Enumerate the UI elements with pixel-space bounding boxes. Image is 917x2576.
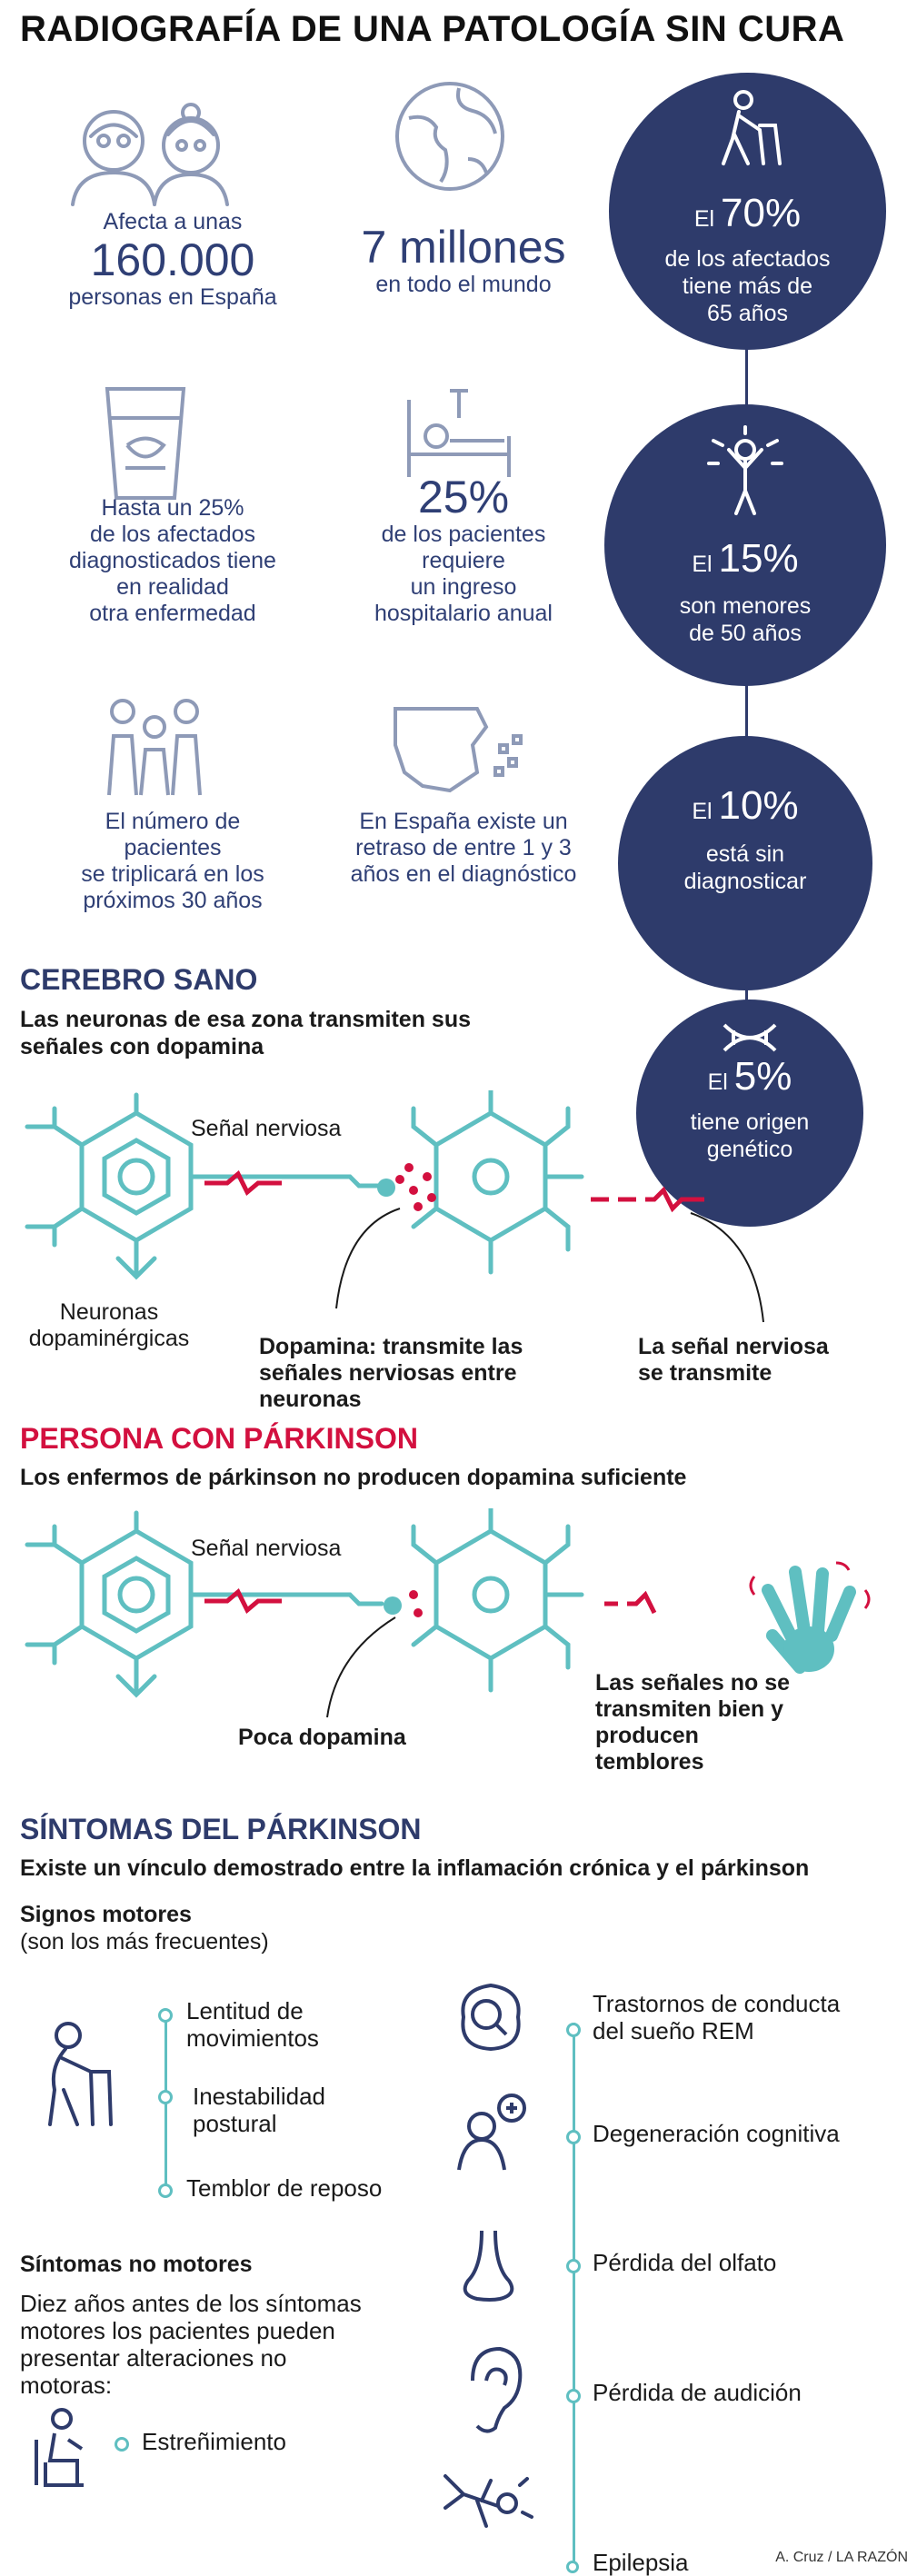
caregivers-icon [107, 699, 202, 796]
brain-sleep-icon [461, 1983, 521, 2052]
spain-map-icon [394, 707, 523, 793]
constipation: Estreñimiento [142, 2428, 286, 2455]
healthy-heading: CEREBRO SANO [20, 963, 258, 996]
symptoms-heading: SÍNTOMAS DEL PÁRKINSON [20, 1813, 422, 1845]
page-title: RADIOGRAFÍA DE UNA PATOLOGÍA SIN CURA [20, 9, 845, 49]
cognitive-icon [457, 2094, 526, 2171]
epilepsy: Epilepsia [593, 2549, 689, 2576]
globe-icon [395, 82, 504, 191]
credit: A. Cruz / LA RAZÓN [775, 2550, 908, 2565]
circle-15: El 15% son menores de 50 años [604, 404, 886, 686]
circle-5: El 5% tiene origen genético [636, 1000, 863, 1227]
seizure-icon [444, 2474, 533, 2528]
motor-note: (son los más frecuentes) [20, 1929, 269, 1954]
timeline-line [745, 273, 748, 1136]
healthy-subtitle-1: Las neuronas de esa zona transmiten sus [20, 1007, 471, 1032]
motor-heading: Signos motores [20, 1902, 192, 1927]
hospital-bed-icon [407, 389, 511, 477]
circle-10: El 10% está sin diagnosticar [618, 736, 872, 990]
stat-misdiagnosed: Hasta un 25%de los afectados diagnostica… [69, 495, 276, 626]
nose-icon [463, 2230, 514, 2302]
circle-70: El 70% de los afectados tiene más de 65 … [609, 73, 886, 350]
healthy-signal-label: Señal nerviosa [191, 1116, 342, 1141]
smell-loss: Pérdida del olfato [593, 2249, 777, 2276]
parkinson-neuron-diagram [25, 1508, 871, 1718]
elderly-couple-icon [71, 103, 229, 206]
elderly-cane-icon [722, 90, 782, 165]
nonmotor-heading: Síntomas no motores [20, 2252, 253, 2277]
stat-world: 7 millones en todo el mundo [361, 222, 566, 297]
healthy-subtitle-2: señales con dopamina [20, 1034, 264, 1059]
parkinson-heading: PERSONA CON PÁRKINSON [20, 1422, 418, 1455]
parkinson-signal-label: Señal nerviosa [191, 1536, 342, 1561]
little-dopamine-label: Poca dopamina [238, 1725, 406, 1750]
cognitive-decline: Degeneración cognitiva [593, 2120, 840, 2147]
motor-tremor: Temblor de reposo [186, 2174, 383, 2202]
parkinson-subtitle: Los enfermos de párkinson no producen do… [20, 1465, 687, 1490]
glass-icon [105, 387, 186, 500]
jumping-person-icon [707, 425, 783, 515]
ear-icon [471, 2346, 523, 2433]
stat-affected-spain: Afecta a unas 160.000 personas en España [68, 209, 277, 310]
dna-icon [723, 1023, 777, 1052]
healthy-neuron-diagram [25, 1090, 764, 1323]
elderly-walker-icon [48, 2022, 113, 2126]
toilet-icon [35, 2408, 84, 2487]
hearing-loss: Pérdida de audición [593, 2379, 802, 2406]
symptoms-subtitle: Existe un vínculo demostrado entre la in… [20, 1855, 810, 1881]
